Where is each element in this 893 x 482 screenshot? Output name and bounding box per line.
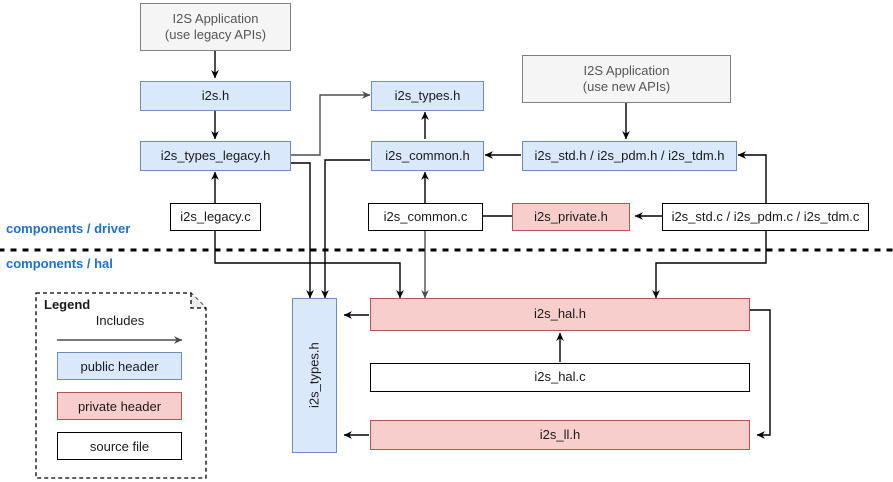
zone-label-driver: components / driver [6, 221, 131, 236]
node-i2s-std-pdm-tdm-h[interactable]: i2s_std.h / i2s_pdm.h / i2s_tdm.h [522, 141, 737, 171]
node-label-line1: I2S Application [172, 10, 259, 26]
node-i2s-application-new[interactable]: I2S Application (use new APIs) [522, 55, 731, 103]
node-i2s-types-h[interactable]: i2s_types.h [371, 81, 484, 111]
node-i2s-hal-h[interactable]: i2s_hal.h [370, 298, 750, 331]
node-i2s-application-legacy[interactable]: I2S Application (use legacy APIs) [140, 3, 291, 51]
node-i2s-h[interactable]: i2s.h [140, 81, 291, 111]
node-i2s-common-c[interactable]: i2s_common.c [368, 203, 483, 231]
legend-title: Legend [44, 297, 91, 312]
node-i2s-private-h[interactable]: i2s_private.h [512, 203, 630, 231]
legend-includes-label: Includes [95, 313, 145, 328]
zone-label-hal: components / hal [6, 256, 113, 271]
node-i2s-common-h[interactable]: i2s_common.h [371, 141, 484, 171]
node-i2s-std-pdm-tdm-c[interactable]: i2s_std.c / i2s_pdm.c / i2s_tdm.c [662, 203, 869, 231]
node-i2s-legacy-c[interactable]: i2s_legacy.c [170, 203, 261, 231]
node-i2s-ll-h[interactable]: i2s_ll.h [370, 420, 750, 450]
legend-swatch-source-file: source file [57, 432, 182, 460]
node-i2s-types-legacy-h[interactable]: i2s_types_legacy.h [140, 141, 291, 171]
node-label-line2: (use new APIs) [582, 79, 671, 94]
node-i2s-hal-c[interactable]: i2s_hal.c [370, 363, 750, 392]
legend-swatch-public-header: public header [57, 352, 182, 380]
node-label-line1: I2S Application [583, 62, 670, 78]
legend-swatch-private-header: private header [57, 392, 182, 420]
node-i2s-types-h-hal[interactable]: i2s_types.h [292, 298, 337, 453]
node-label-line2: (use legacy APIs) [164, 27, 267, 42]
